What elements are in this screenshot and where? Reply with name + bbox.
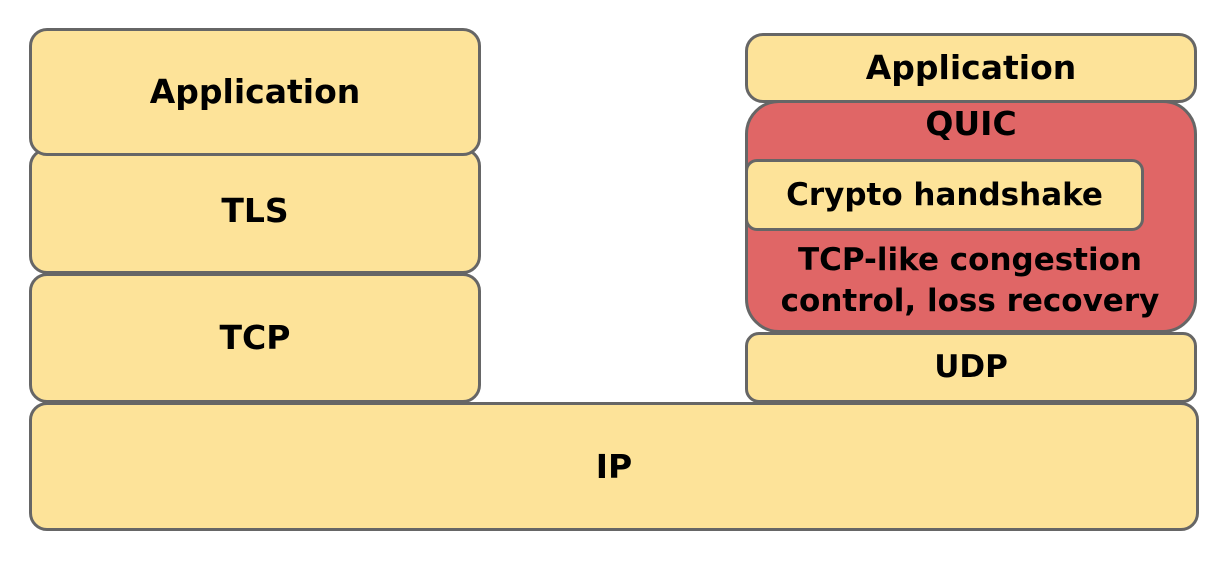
- udp-label: UDP: [934, 349, 1008, 386]
- congestion-control-label: TCP-like congestion control, loss recove…: [765, 240, 1175, 322]
- tls-label: TLS: [221, 191, 289, 231]
- tcp-layer: TCP: [29, 273, 481, 403]
- tcp-label: TCP: [219, 318, 291, 358]
- crypto-handshake-label: Crypto handshake: [786, 176, 1103, 213]
- quic-stack-application-layer: Application: [745, 33, 1197, 103]
- quic-label: QUIC: [925, 104, 1017, 143]
- tls-layer: TLS: [29, 148, 481, 274]
- ip-label: IP: [595, 446, 633, 486]
- crypto-handshake-box: Crypto handshake: [745, 159, 1144, 231]
- udp-layer: UDP: [745, 332, 1197, 403]
- quic-stack-application-label: Application: [865, 48, 1077, 88]
- tcp-stack-application-layer: Application: [29, 28, 481, 156]
- ip-layer: IP: [29, 402, 1199, 531]
- congestion-control-line-1: TCP-like congestion: [797, 242, 1142, 278]
- tcp-stack-application-label: Application: [149, 72, 361, 112]
- congestion-control-line-2: control, loss recovery: [780, 283, 1160, 319]
